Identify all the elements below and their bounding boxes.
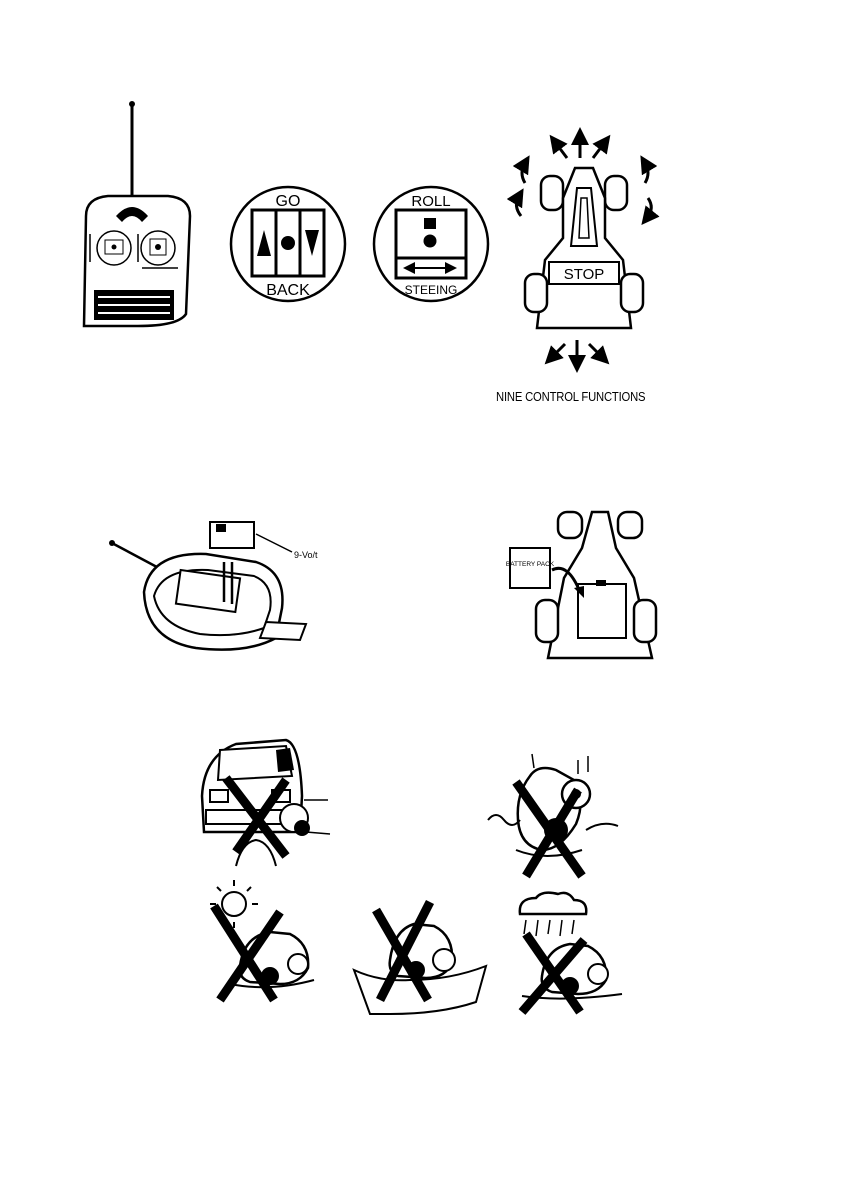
back-label: BACK (266, 282, 310, 299)
stop-dot-icon (281, 236, 295, 250)
sun-icon (222, 892, 246, 916)
go-back-dial: GO BACK (228, 184, 348, 304)
transmitter-battery-illustration: 9-Vo/t (106, 512, 376, 662)
warning-sun-illustration (200, 876, 326, 1006)
nine-volt-label: 9-Vo/t (294, 550, 318, 560)
car-battery-illustration: BATTERY PACK (508, 508, 668, 663)
reverse-right-arrow-icon (589, 344, 603, 358)
battery-door (260, 622, 306, 640)
battery-pack (510, 548, 550, 588)
warning-water-illustration (350, 890, 490, 1020)
rain-cloud-icon (520, 893, 586, 914)
battery-pack-label: BATTERY PACK (506, 561, 555, 568)
roll-square-icon (424, 218, 436, 229)
battery-compartment (578, 584, 626, 638)
warning-rough-terrain-illustration (486, 750, 626, 880)
nine-control-functions-caption: NINE CONTROL FUNCTIONS (496, 390, 645, 404)
front-right-wheel (605, 176, 627, 210)
front-left-wheel (541, 176, 563, 210)
warning-street-illustration (196, 736, 336, 866)
rear-left-wheel (525, 274, 547, 312)
forward-right-arrow-icon (593, 142, 605, 158)
roll-label: ROLL (411, 193, 450, 210)
warning-rain-illustration (502, 890, 632, 1020)
roll-steering-dial: ROLL STEEING (371, 184, 491, 304)
spin-right-arrow-icon (645, 163, 648, 183)
forward-left-arrow-icon (555, 142, 567, 158)
go-label: GO (276, 193, 301, 210)
car-control-diagram: STOP (505, 128, 665, 373)
stop-label: STOP (564, 266, 605, 283)
transmitter-illustration (78, 98, 198, 330)
spin-left-arrow-icon (522, 163, 525, 183)
roll-dot-icon (424, 235, 437, 248)
reverse-left-arrow-icon (551, 344, 565, 358)
rear-right-wheel (621, 274, 643, 312)
steering-label: STEEING (405, 283, 458, 297)
